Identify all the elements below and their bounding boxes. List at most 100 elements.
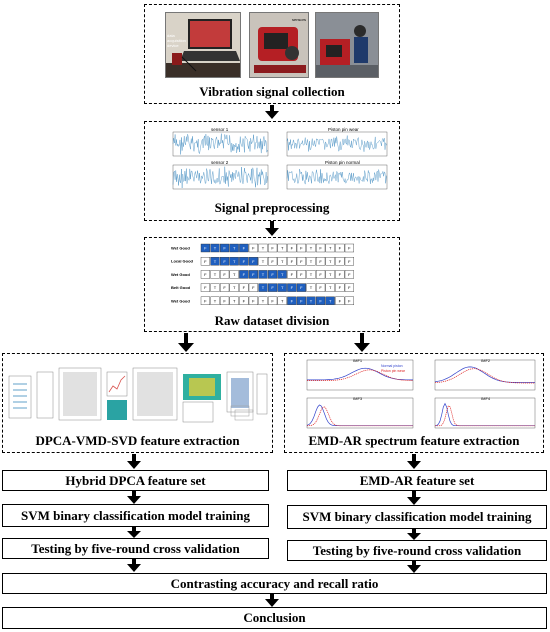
dataset-cell-letter: F	[223, 259, 226, 264]
dataset-cell	[335, 283, 345, 292]
signal-plot-frame	[172, 164, 269, 190]
photo-label-sensors: sensors	[291, 17, 306, 22]
dataset-cell-letter: T	[329, 298, 332, 303]
arrow-down-icon	[127, 454, 141, 469]
emd-legend-normal: Normal piston	[381, 364, 403, 368]
dataset-cell	[325, 296, 335, 305]
dataset-cell-letter: T	[310, 259, 313, 264]
dataset-cell-letter: T	[281, 298, 284, 303]
dataset-cell	[306, 283, 316, 292]
dataset-cell	[258, 296, 268, 305]
preprocessing-box: sensor 1 Piston pin wear sensor 2 Piston…	[144, 121, 400, 221]
dpca-box: DPCA-VMD-SVD feature extraction	[2, 353, 273, 453]
dataset-cell	[344, 270, 355, 279]
dataset-cell-letter: T	[214, 285, 217, 290]
arrow-down-icon	[407, 529, 421, 540]
dataset-cell	[258, 243, 268, 253]
dataset-cell	[219, 243, 230, 253]
dataset-cell	[258, 283, 268, 292]
dataset-row-label: Wet Good	[171, 246, 190, 251]
dataset-cell-letter: T	[329, 246, 332, 251]
dataset-cell-letter: F	[300, 272, 303, 277]
plot-title-1: sensor 1	[211, 127, 229, 132]
dataset-cell	[219, 257, 230, 266]
dataset-cell-letter: F	[223, 298, 226, 303]
dataset-cell	[344, 243, 355, 253]
emd-spectrum-line	[307, 367, 413, 381]
dataset-cell-letter: F	[252, 285, 255, 290]
arrow-down-icon	[127, 527, 141, 538]
dataset-cell	[239, 283, 249, 292]
dataset-cell	[210, 270, 220, 279]
engine-image	[250, 13, 308, 77]
dataset-cell	[229, 243, 239, 253]
dataset-cell-letter: F	[291, 298, 294, 303]
dataset-cell	[296, 257, 307, 266]
dataset-cell-letter: F	[339, 272, 342, 277]
dataset-cell-letter: F	[271, 246, 274, 251]
left-svm-training: SVM binary classification model training	[2, 504, 269, 527]
dataset-cell	[277, 283, 287, 292]
dataset-cell-letter: F	[243, 259, 246, 264]
dataset-cell	[210, 257, 220, 266]
dataset-cell	[325, 270, 335, 279]
dataset-cell-letter: F	[348, 259, 351, 264]
emd-plot-frame	[434, 397, 536, 429]
emd-box: IMF1 IMF2 IMF3 IMF4 Normal piston Piston…	[284, 353, 544, 453]
dataset-cell-letter: T	[329, 259, 332, 264]
dataset-cell-letter: F	[271, 298, 274, 303]
dataset-cell-letter: T	[310, 298, 313, 303]
dataset-cell-letter: F	[252, 246, 255, 251]
dataset-cell-letter: F	[339, 298, 342, 303]
dataset-cell	[267, 296, 278, 305]
emd-caption: EMD-AR spectrum feature extraction	[308, 433, 520, 448]
emd-spectrum-line	[434, 366, 535, 383]
dataset-cell-letter: T	[281, 285, 284, 290]
dataset-cell-letter: F	[348, 285, 351, 290]
dataset-cell	[277, 257, 287, 266]
dataset-cell	[248, 283, 259, 292]
dataset-cell-letter: T	[214, 298, 217, 303]
dataset-row-label: Wet Good	[171, 298, 190, 303]
dataset-cell	[258, 257, 268, 266]
dataset-cell	[248, 270, 259, 279]
dataset-cell-letter: F	[348, 298, 351, 303]
emd-plot-title-4: IMF4	[481, 396, 491, 401]
dataset-cell-letter: F	[339, 246, 342, 251]
arrow-down-right-icon	[354, 333, 370, 352]
signal-plot-frame	[172, 131, 269, 157]
dataset-cell-letter: F	[204, 246, 207, 251]
emd-spectrum-line	[307, 369, 414, 381]
dataset-cell-letter: F	[319, 246, 322, 251]
dataset-cell-letter: T	[262, 272, 265, 277]
dataset-cell-letter: F	[291, 246, 294, 251]
dataset-cell	[210, 296, 220, 305]
dataset-cell-letter: T	[262, 298, 265, 303]
emd-plot-title-2: IMF2	[481, 358, 491, 363]
dataset-cell-letter: F	[204, 259, 207, 264]
dataset-cell	[258, 270, 268, 279]
dataset-cell-letter: T	[281, 246, 284, 251]
dataset-cell-letter: F	[223, 272, 226, 277]
dataset-cell-letter: F	[291, 259, 294, 264]
plot-title-4: Piston pin normal	[325, 160, 360, 165]
dataset-cell	[325, 283, 335, 292]
dataset-cell-letter: F	[223, 246, 226, 251]
dataset-cell-letter: T	[262, 259, 265, 264]
dataset-cell-letter: F	[223, 285, 226, 290]
dataset-cell	[287, 257, 297, 266]
dataset-cell-letter: F	[252, 272, 255, 277]
signal-plots	[172, 131, 388, 190]
dataset-cell	[335, 243, 345, 253]
dataset-cell	[229, 257, 239, 266]
dataset-cell-letter: F	[271, 259, 274, 264]
arrow-down-icon	[265, 221, 279, 236]
arrow-down-icon	[127, 559, 141, 572]
dataset-row-label: Wet Good	[171, 272, 190, 277]
dataset-cell	[267, 270, 278, 279]
dataset-cell-letter: F	[204, 285, 207, 290]
hybrid-dpca-feature-set: Hybrid DPCA feature set	[2, 470, 269, 491]
laptop-image	[166, 13, 240, 77]
dataset-cell	[306, 270, 316, 279]
